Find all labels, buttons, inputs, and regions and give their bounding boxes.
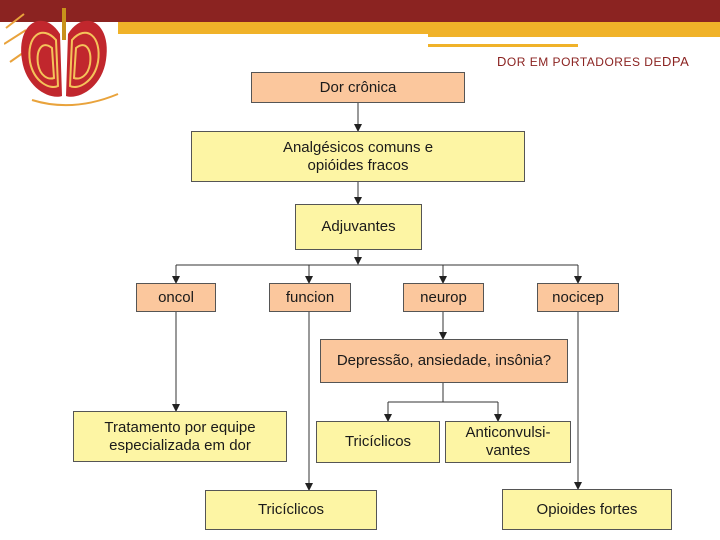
node-adjuvantes: Adjuvantes (295, 204, 422, 250)
node-oncol: oncol (136, 283, 216, 312)
header-bar (0, 0, 720, 22)
node-dor-cronica: Dor crônica (251, 72, 465, 103)
node-triciclicos-bottom: Tricíclicos (205, 490, 377, 530)
node-depressao: Depressão, ansiedade, insônia? (320, 339, 568, 383)
header-accent-bar (118, 22, 720, 34)
header-accent-line (428, 44, 578, 47)
node-analgesicos: Analgésicos comuns e opióides fracos (191, 131, 525, 182)
lungs-logo-icon (4, 8, 119, 107)
node-triciclicos-mid: Tricíclicos (316, 421, 440, 463)
header-accent-line (428, 34, 720, 37)
node-anticonvulsivantes: Anticonvulsi-vantes (445, 421, 571, 463)
node-neurop: neurop (403, 283, 484, 312)
node-tratamento: Tratamento por equipe especializada em d… (73, 411, 287, 462)
node-opioides-fortes: Opioides fortes (502, 489, 672, 530)
node-nocicep: nocicep (537, 283, 619, 312)
node-funcion: funcion (269, 283, 351, 312)
page-title: DOR EM PORTADORES DEDPA (497, 54, 690, 69)
